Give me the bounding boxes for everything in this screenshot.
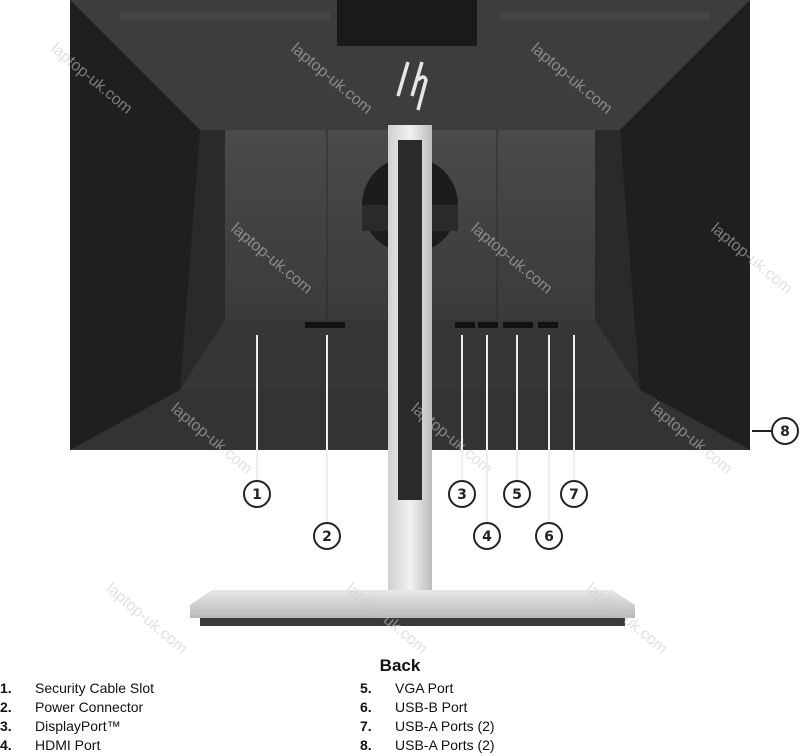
callout-number: 6	[544, 529, 554, 545]
legend-item: 6. USB-B Port	[360, 699, 495, 718]
legend-label: Security Cable Slot	[35, 680, 155, 696]
callout-circle	[503, 480, 531, 508]
legend-number: 7.	[360, 718, 372, 734]
legend-item: 2. Power Connector	[0, 699, 154, 718]
callout-number: 8	[780, 424, 790, 440]
legend-number: 1.	[0, 680, 12, 696]
callout-1: 1	[243, 335, 271, 508]
callout-6: 6	[535, 335, 563, 550]
legend-number: 6.	[360, 699, 372, 715]
legend-number: 8.	[360, 737, 372, 753]
callout-2: 2	[313, 335, 341, 550]
callout-circle	[313, 522, 341, 550]
legend-label: USB-A Ports (2)	[395, 718, 495, 734]
legend-number: 4.	[0, 737, 12, 753]
legend-label: HDMI Port	[35, 737, 101, 753]
legend-item: 8. USB-A Ports (2)	[360, 737, 495, 756]
svg-text:laptop-uk.com: laptop-uk.com	[102, 580, 190, 658]
callout-3: 3	[448, 335, 476, 508]
diagram-title: Back	[379, 656, 421, 675]
legend-label: VGA Port	[395, 680, 454, 696]
callout-number: 7	[569, 487, 579, 503]
callout-4: 4	[473, 335, 501, 550]
callout-7: 7	[560, 335, 588, 508]
monitor-stand	[190, 125, 635, 626]
legend-label: USB-B Port	[395, 699, 468, 715]
legend-number: 3.	[0, 718, 12, 734]
legend-left: 1. Security Cable Slot 2. Power Connector 3.…	[0, 680, 154, 756]
legend-label: DisplayPort™	[35, 718, 121, 734]
callout-number: 2	[322, 529, 332, 545]
callout-number: 4	[482, 529, 492, 545]
callout-8: 8	[752, 417, 799, 445]
legend-number: 2.	[0, 699, 12, 715]
callout-circle	[771, 417, 799, 445]
callouts: 1 2 3 4 5 6 7 8	[243, 335, 799, 550]
callout-number: 5	[512, 487, 522, 503]
legend-number: 5.	[360, 680, 372, 696]
callout-5: 5	[503, 335, 531, 508]
legend-label: Power Connector	[35, 699, 144, 715]
callout-circle	[560, 480, 588, 508]
callout-circle	[473, 522, 501, 550]
callout-circle	[243, 480, 271, 508]
callout-number: 1	[252, 487, 262, 503]
port-row	[305, 322, 558, 328]
legend-item: 3. DisplayPort™	[0, 718, 154, 737]
callout-number: 3	[457, 487, 467, 503]
callout-circle	[448, 480, 476, 508]
legend-item: 4. HDMI Port	[0, 737, 154, 756]
legend-item: 5. VGA Port	[360, 680, 495, 699]
legend-item: 7. USB-A Ports (2)	[360, 718, 495, 737]
legend-item: 1. Security Cable Slot	[0, 680, 154, 699]
hp-logo	[396, 61, 428, 111]
legend-label: USB-A Ports (2)	[395, 737, 495, 753]
callout-circle	[535, 522, 563, 550]
